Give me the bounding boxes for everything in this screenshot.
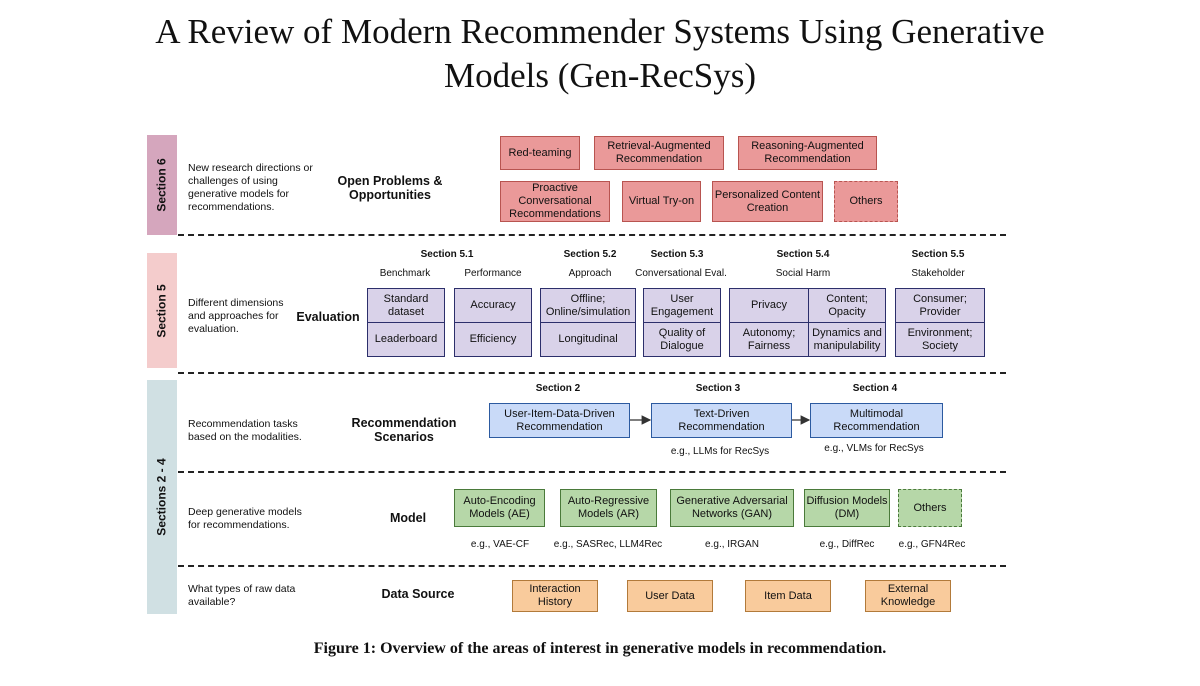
gan-box: Generative Adversarial Networks (GAN) <box>670 489 794 527</box>
item-data-box: Item Data <box>745 580 831 612</box>
section-2-header: Section 2 <box>535 383 581 394</box>
personalized-content-box: Personalized Content Creation <box>712 181 823 222</box>
standard-dataset-cell: Standard dataset <box>367 288 445 323</box>
stakeholder-subheader: Stakeholder <box>911 268 965 279</box>
offline-online-cell: Offline; Online/simulation <box>540 288 636 323</box>
separator-6-5 <box>178 234 1006 236</box>
section-3-header: Section 3 <box>695 383 741 394</box>
sasrec-example: e.g., SASRec, LLM4Rec <box>553 539 663 550</box>
proactive-conversational-box: Proactive Conversational Recommendations <box>500 181 610 222</box>
user-engagement-cell: User Engagement <box>643 288 721 323</box>
section-5-1-header: Section 5.1 <box>420 249 474 260</box>
user-item-data-driven-box: User-Item-Data-Driven Recommendation <box>489 403 630 438</box>
section-5-3-header: Section 5.3 <box>650 249 704 260</box>
section5-band <box>147 253 177 368</box>
multimodal-box: Multimodal Recommendation <box>810 403 943 438</box>
recommendation-scenarios-label: Recommendation Scenarios <box>351 416 457 444</box>
paper-title: A Review of Modern Recommender Systems U… <box>0 10 1200 98</box>
text-driven-box: Text-Driven Recommendation <box>651 403 792 438</box>
privacy-cell: Privacy <box>729 288 809 323</box>
vae-cf-example: e.g., VAE-CF <box>470 539 530 550</box>
environment-society-cell: Environment; Society <box>895 322 985 357</box>
open-problems-label: Open Problems & Opportunities <box>337 174 443 202</box>
diffusion-box: Diffusion Models (DM) <box>804 489 890 527</box>
sections24-band <box>147 380 177 614</box>
irgan-example: e.g., IRGAN <box>705 539 759 550</box>
title-line-1: A Review of Modern Recommender Systems U… <box>155 12 1045 51</box>
vlms-example: e.g., VLMs for RecSys <box>824 443 924 454</box>
evaluation-label: Evaluation <box>296 310 360 324</box>
user-data-box: User Data <box>627 580 713 612</box>
longitudinal-cell: Longitudinal <box>540 322 636 357</box>
benchmark-subheader: Benchmark <box>379 268 431 279</box>
scenarios-description: Recommendation tasks based on the modali… <box>188 418 302 443</box>
auto-regressive-box: Auto-Regressive Models (AR) <box>560 489 657 527</box>
model-label: Model <box>389 511 427 525</box>
section-5-2-header: Section 5.2 <box>563 249 617 260</box>
data-source-label: Data Source <box>381 587 455 601</box>
interaction-history-box: Interaction History <box>512 580 598 612</box>
dynamics-manipulability-cell: Dynamics and manipulability <box>808 322 886 357</box>
section6-band <box>147 135 177 235</box>
retrieval-augmented-box: Retrieval-Augmented Recommendation <box>594 136 724 170</box>
separator-model-data <box>178 565 1006 567</box>
approach-subheader: Approach <box>568 268 612 279</box>
conversational-eval-subheader: Conversational Eval. <box>635 268 727 279</box>
external-knowledge-box: External Knowledge <box>865 580 951 612</box>
separator-5-4 <box>178 372 1006 374</box>
performance-subheader: Performance <box>464 268 522 279</box>
reasoning-augmented-box: Reasoning-Augmented Recommendation <box>738 136 877 170</box>
model-description: Deep generative models for recommendatio… <box>188 506 302 531</box>
diffrec-example: e.g., DiffRec <box>819 539 875 550</box>
content-opacity-cell: Content; Opacity <box>808 288 886 323</box>
efficiency-cell: Efficiency <box>454 322 532 357</box>
quality-of-dialogue-cell: Quality of Dialogue <box>643 322 721 357</box>
gfn4rec-example: e.g., GFN4Rec <box>898 539 966 550</box>
social-harm-subheader: Social Harm <box>775 268 831 279</box>
autonomy-fairness-cell: Autonomy; Fairness <box>729 322 809 357</box>
red-teaming-box: Red-teaming <box>500 136 580 170</box>
section6-description: New research directions or challenges of… <box>188 162 313 213</box>
auto-encoding-box: Auto-Encoding Models (AE) <box>454 489 545 527</box>
section-4-header: Section 4 <box>852 383 898 394</box>
consumer-provider-cell: Consumer; Provider <box>895 288 985 323</box>
section-5-4-header: Section 5.4 <box>776 249 830 260</box>
title-line-2: Models (Gen-RecSys) <box>443 56 757 95</box>
virtual-try-on-box: Virtual Try-on <box>622 181 701 222</box>
data-source-description: What types of raw data available? <box>188 583 296 608</box>
separator-scenario-model <box>178 471 1006 473</box>
section-5-5-header: Section 5.5 <box>911 249 965 260</box>
llms-example: e.g., LLMs for RecSys <box>670 446 770 457</box>
figure-caption: Figure 1: Overview of the areas of inter… <box>313 640 887 657</box>
leaderboard-cell: Leaderboard <box>367 322 445 357</box>
others-model-box: Others <box>898 489 962 527</box>
section5-description: Different dimensions and approaches for … <box>188 297 284 335</box>
others-section6-box: Others <box>834 181 898 222</box>
